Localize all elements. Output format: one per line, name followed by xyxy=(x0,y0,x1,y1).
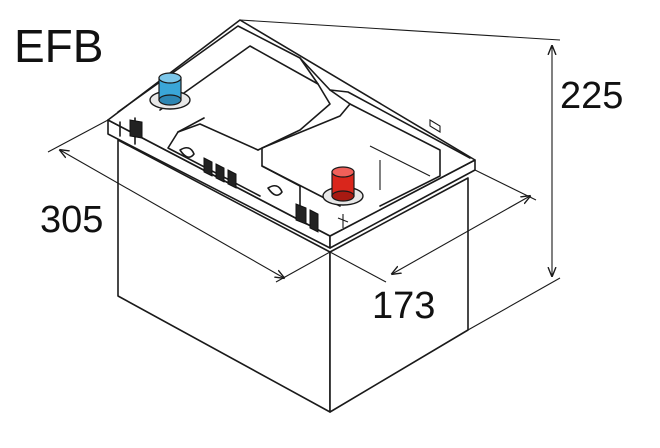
length-value: 305 xyxy=(40,199,103,241)
length-dimension: 305 xyxy=(40,119,331,283)
width-dimension-line xyxy=(392,196,530,274)
width-dimension: 173 xyxy=(329,169,537,327)
height-value: 225 xyxy=(560,75,623,117)
battery-type-title: EFB xyxy=(14,20,103,72)
length-dimension-line xyxy=(60,150,284,278)
width-value: 173 xyxy=(372,285,435,327)
negative-terminal xyxy=(149,72,191,110)
height-dimension: 225 xyxy=(239,19,623,331)
positive-terminal xyxy=(322,166,364,206)
